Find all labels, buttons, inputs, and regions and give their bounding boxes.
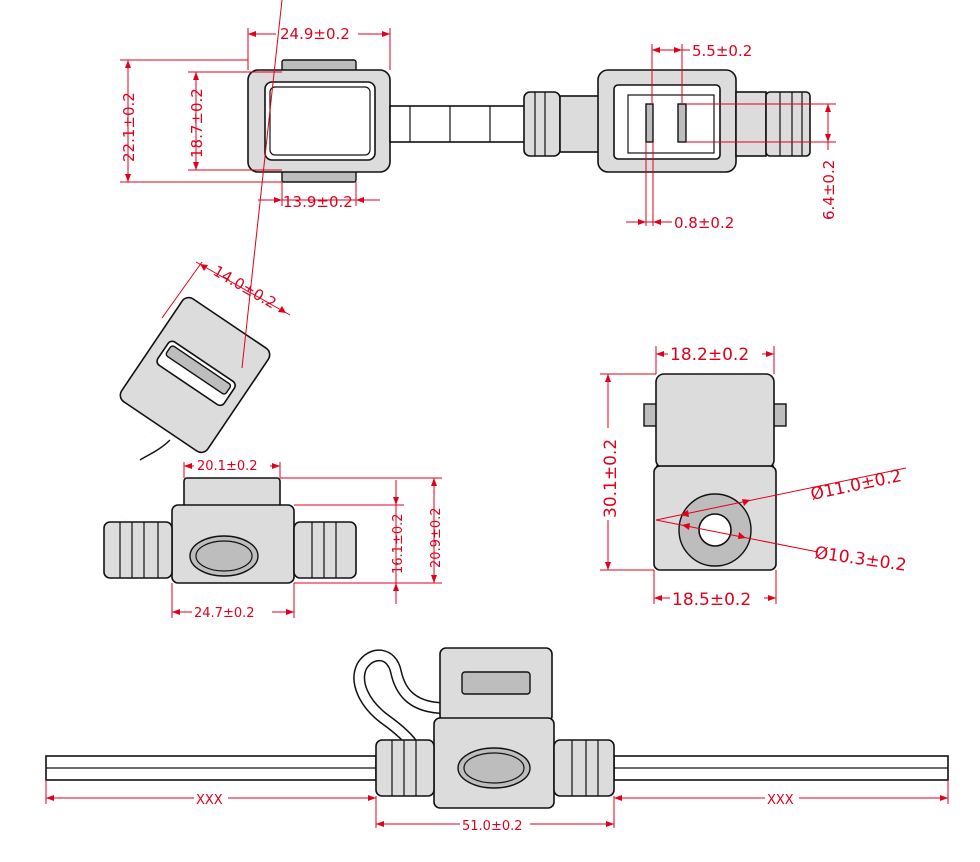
dim-label-end-height: 30.1±0.2 xyxy=(601,439,621,518)
dim-5-5: 5.5±0.2 xyxy=(651,42,752,104)
dim-xxx-right: XXX xyxy=(613,780,949,828)
dim-label-top-width-tab: 13.9±0.2 xyxy=(283,193,353,211)
dim-label-body-width: 24.7±0.2 xyxy=(194,606,255,621)
dim-label-body-height-inner: 16.1±0.2 xyxy=(391,513,406,574)
dim-label-inner-diameter: Ø10.3±0.2 xyxy=(813,543,907,576)
dim-label-cap-width: 14.0±0.2 xyxy=(210,262,279,313)
dim-label-top-height-inner: 18.7±0.2 xyxy=(188,88,206,158)
assembly-view xyxy=(45,647,949,809)
top-view-holder xyxy=(247,59,391,183)
dim-label-slot-thickness: 0.8±0.2 xyxy=(674,214,734,232)
dim-24-9: 24.9±0.2 xyxy=(247,24,391,70)
dim-label-outer-diameter: Ø11.0±0.2 xyxy=(809,466,904,505)
dim-30-1: 30.1±0.2 xyxy=(600,373,656,571)
dim-label-top-height-outer: 22.1±0.2 xyxy=(120,92,138,162)
dim-xxx-left: XXX xyxy=(45,780,377,828)
dim-18-2: 18.2±0.2 xyxy=(655,344,775,374)
dim-24-7: 24.7±0.2 xyxy=(171,583,295,621)
dim-20-9: 20.9±0.2 xyxy=(280,477,444,584)
dim-13-9: 13.9±0.2 xyxy=(258,182,380,211)
side-view-open-holder xyxy=(87,296,357,584)
dim-22-1: 22.1±0.2 xyxy=(120,59,282,183)
dim-label-body-height-outer: 20.9±0.2 xyxy=(429,507,444,568)
dim-label-wire-right: XXX xyxy=(767,793,794,808)
top-view-receptacle xyxy=(597,69,811,173)
top-view-wire xyxy=(389,91,601,157)
dim-18-7: 18.7±0.2 xyxy=(188,71,282,171)
dim-label-lid-width: 20.1±0.2 xyxy=(197,459,258,474)
dim-label-end-width-top: 18.2±0.2 xyxy=(670,345,749,365)
dim-20-1: 20.1±0.2 xyxy=(183,456,281,478)
end-view xyxy=(643,373,787,571)
dim-label-end-width-bottom: 18.5±0.2 xyxy=(672,590,751,610)
dim-18-5: 18.5±0.2 xyxy=(653,570,777,610)
dim-6-4: 6.4±0.2 xyxy=(686,103,838,220)
dim-label-wire-left: XXX xyxy=(196,793,223,808)
dim-0-8: 0.8±0.2 xyxy=(626,142,734,232)
dim-51-0: 51.0±0.2 xyxy=(376,816,614,834)
dim-label-slot-height: 6.4±0.2 xyxy=(820,160,838,220)
dim-label-total-length: 51.0±0.2 xyxy=(462,819,523,834)
dim-label-slot-width: 5.5±0.2 xyxy=(692,42,752,60)
dim-16-1: 16.1±0.2 xyxy=(294,480,406,604)
dim-label-top-width-outer: 24.9±0.2 xyxy=(280,25,350,43)
